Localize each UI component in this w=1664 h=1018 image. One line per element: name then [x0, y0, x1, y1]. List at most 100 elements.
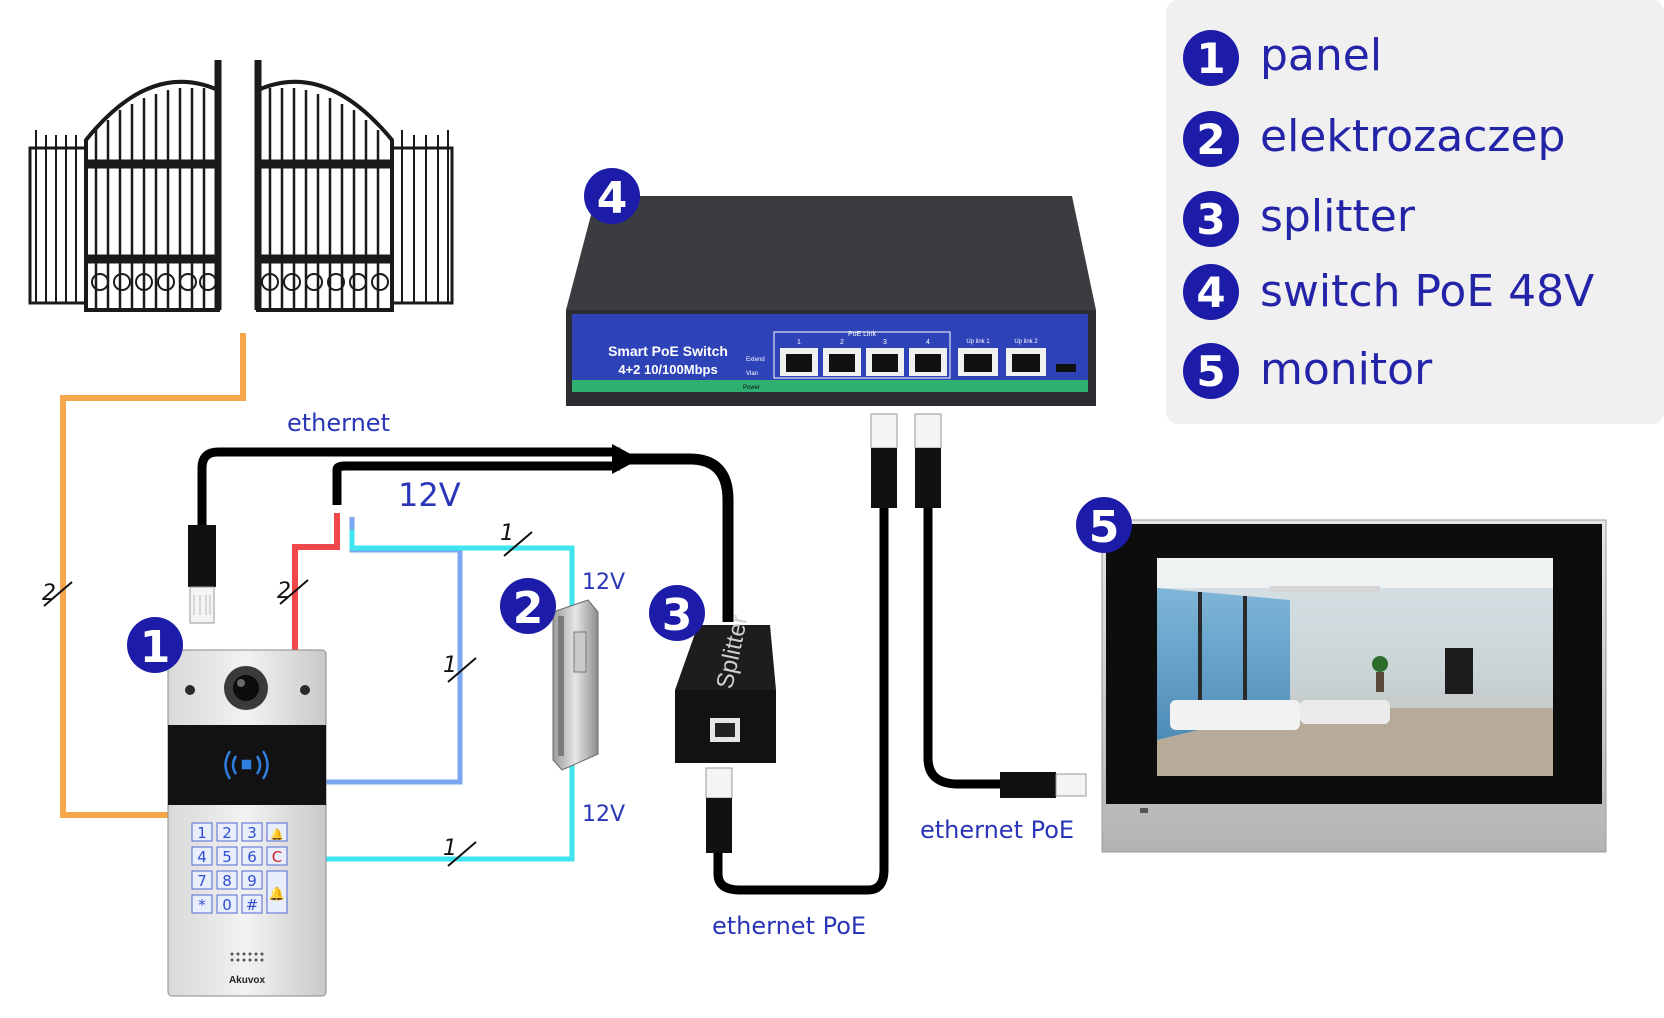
key-4[interactable]: [191, 846, 213, 866]
key-label: 🔔: [269, 886, 285, 902]
badge-icon: [1183, 111, 1239, 167]
key-3[interactable]: [241, 822, 263, 842]
key-hash[interactable]: [241, 894, 263, 914]
count-mark-cyan-bottom: 1: [443, 836, 477, 867]
switch-top: [566, 196, 1096, 310]
legend-label: elektrozaczep: [1260, 111, 1566, 162]
key-label: 9: [247, 872, 257, 890]
count-label: 1: [443, 836, 457, 861]
label-ethernet-poe-monitor: ethernet PoE: [920, 816, 1074, 844]
status-led-icon: [1140, 808, 1148, 813]
badge-number: 2: [513, 583, 544, 634]
ethernet-poe-wire-monitor: [923, 500, 1010, 789]
key-0[interactable]: [216, 894, 238, 914]
key-bell-top[interactable]: [266, 822, 288, 842]
label-ethernet: ethernet: [287, 409, 390, 437]
poe-splitter: Splitter: [675, 613, 776, 763]
joint-arrow-icon: [612, 444, 640, 474]
key-5[interactable]: [216, 846, 238, 866]
count-label: 2: [42, 581, 56, 606]
key-8[interactable]: [216, 870, 238, 890]
dip-switch-icon: [1056, 364, 1076, 372]
switch-port-frame: [773, 331, 951, 379]
badge-number: 3: [662, 590, 693, 641]
badge-switch: 4: [584, 168, 640, 224]
badge-icon: [1183, 30, 1239, 86]
speaker-grille-icon: [230, 952, 264, 962]
port-number: 1: [797, 339, 801, 346]
legend-item-switch: 4 switch PoE 48V: [1183, 264, 1594, 320]
badge-icon: [1183, 191, 1239, 247]
key-2[interactable]: [216, 822, 238, 842]
badge-lock: 2: [500, 578, 556, 634]
combined-wire: [620, 453, 734, 622]
door-panel: 1 2 3 🔔 4 5 6 C 7 8 9 🔔 *: [167, 649, 327, 997]
port-number: 4: [926, 339, 930, 346]
electric-strike-lock: [552, 599, 599, 771]
key-label: 1: [197, 824, 207, 842]
ethernet-poe-wire-splitter: [713, 500, 889, 895]
badge-splitter: 3: [649, 585, 705, 641]
panel-brand: Akuvox: [229, 975, 266, 986]
rj45-plug-switch-left-icon: [870, 413, 898, 508]
legend-num: 3: [1196, 195, 1225, 244]
count-mark-gate: 2: [42, 581, 73, 607]
legend-label: splitter: [1260, 191, 1416, 242]
switch-power-label: Power: [743, 385, 760, 391]
badge-number: 4: [597, 173, 628, 224]
monitor-screen: [1157, 558, 1553, 776]
key-star[interactable]: [191, 894, 213, 914]
rfid-icon: [224, 750, 269, 780]
legend-num: 2: [1196, 115, 1225, 164]
key-clear[interactable]: [266, 846, 288, 866]
cyan-wire-bottom: [326, 760, 575, 862]
switch-poe-link-label: PoE Link: [848, 331, 877, 338]
cyan-wire-top: [349, 530, 575, 612]
key-7[interactable]: [191, 870, 213, 890]
badge-number: 5: [1089, 502, 1120, 553]
rj45-plug-monitor-icon: [1000, 772, 1087, 798]
legend-item-lock: 2 elektrozaczep: [1183, 111, 1566, 167]
label-12v-main: 12V: [398, 476, 461, 514]
poe-switch: Smart PoE Switch 4+2 10/100Mbps Extend V…: [566, 196, 1096, 406]
indoor-monitor: [1101, 519, 1607, 853]
uplink1-label: Up link 1: [966, 339, 990, 345]
count-label: 1: [443, 653, 457, 678]
legend-label: panel: [1260, 30, 1382, 81]
port-number: 2: [840, 339, 844, 346]
legend-label: monitor: [1260, 344, 1433, 395]
rj45-plug-splitter-bottom-icon: [705, 767, 733, 853]
key-9[interactable]: [241, 870, 263, 890]
legend-item-monitor: 5 monitor: [1183, 343, 1433, 399]
count-label: 2: [277, 579, 291, 604]
switch-ports: [780, 348, 1046, 376]
legend-item-splitter: 3 splitter: [1183, 191, 1416, 247]
key-label: C: [272, 848, 282, 866]
key-1[interactable]: [191, 822, 213, 842]
badge-icon: [1183, 264, 1239, 320]
switch-subtitle: 4+2 10/100Mbps: [618, 362, 717, 377]
badge-number: 1: [140, 622, 171, 673]
label-ethernet-poe-splitter: ethernet PoE: [712, 912, 866, 940]
badge-panel: 1: [127, 617, 183, 673]
legend-num: 5: [1196, 347, 1225, 396]
port-number: 3: [883, 339, 887, 346]
key-label: 🔔: [270, 828, 284, 841]
splitter-top: [675, 625, 776, 690]
ethernet-wire-top: [197, 447, 620, 530]
rj45-plug-panel-icon: [188, 525, 216, 624]
key-label: 2: [222, 824, 232, 842]
key-label: 8: [222, 872, 232, 890]
switch-vlan-label: Vlan: [746, 371, 758, 377]
key-call[interactable]: [266, 870, 288, 914]
count-mark-blue: 1: [443, 653, 477, 683]
legend-num: 4: [1196, 268, 1225, 317]
switch-title: Smart PoE Switch: [608, 343, 728, 359]
sensor-icon: [300, 685, 310, 695]
switch-status-strip: [572, 380, 1088, 392]
legend-num: 1: [1196, 34, 1225, 83]
blue-wire: [326, 517, 463, 785]
key-6[interactable]: [241, 846, 263, 866]
count-mark-red: 2: [277, 579, 309, 605]
